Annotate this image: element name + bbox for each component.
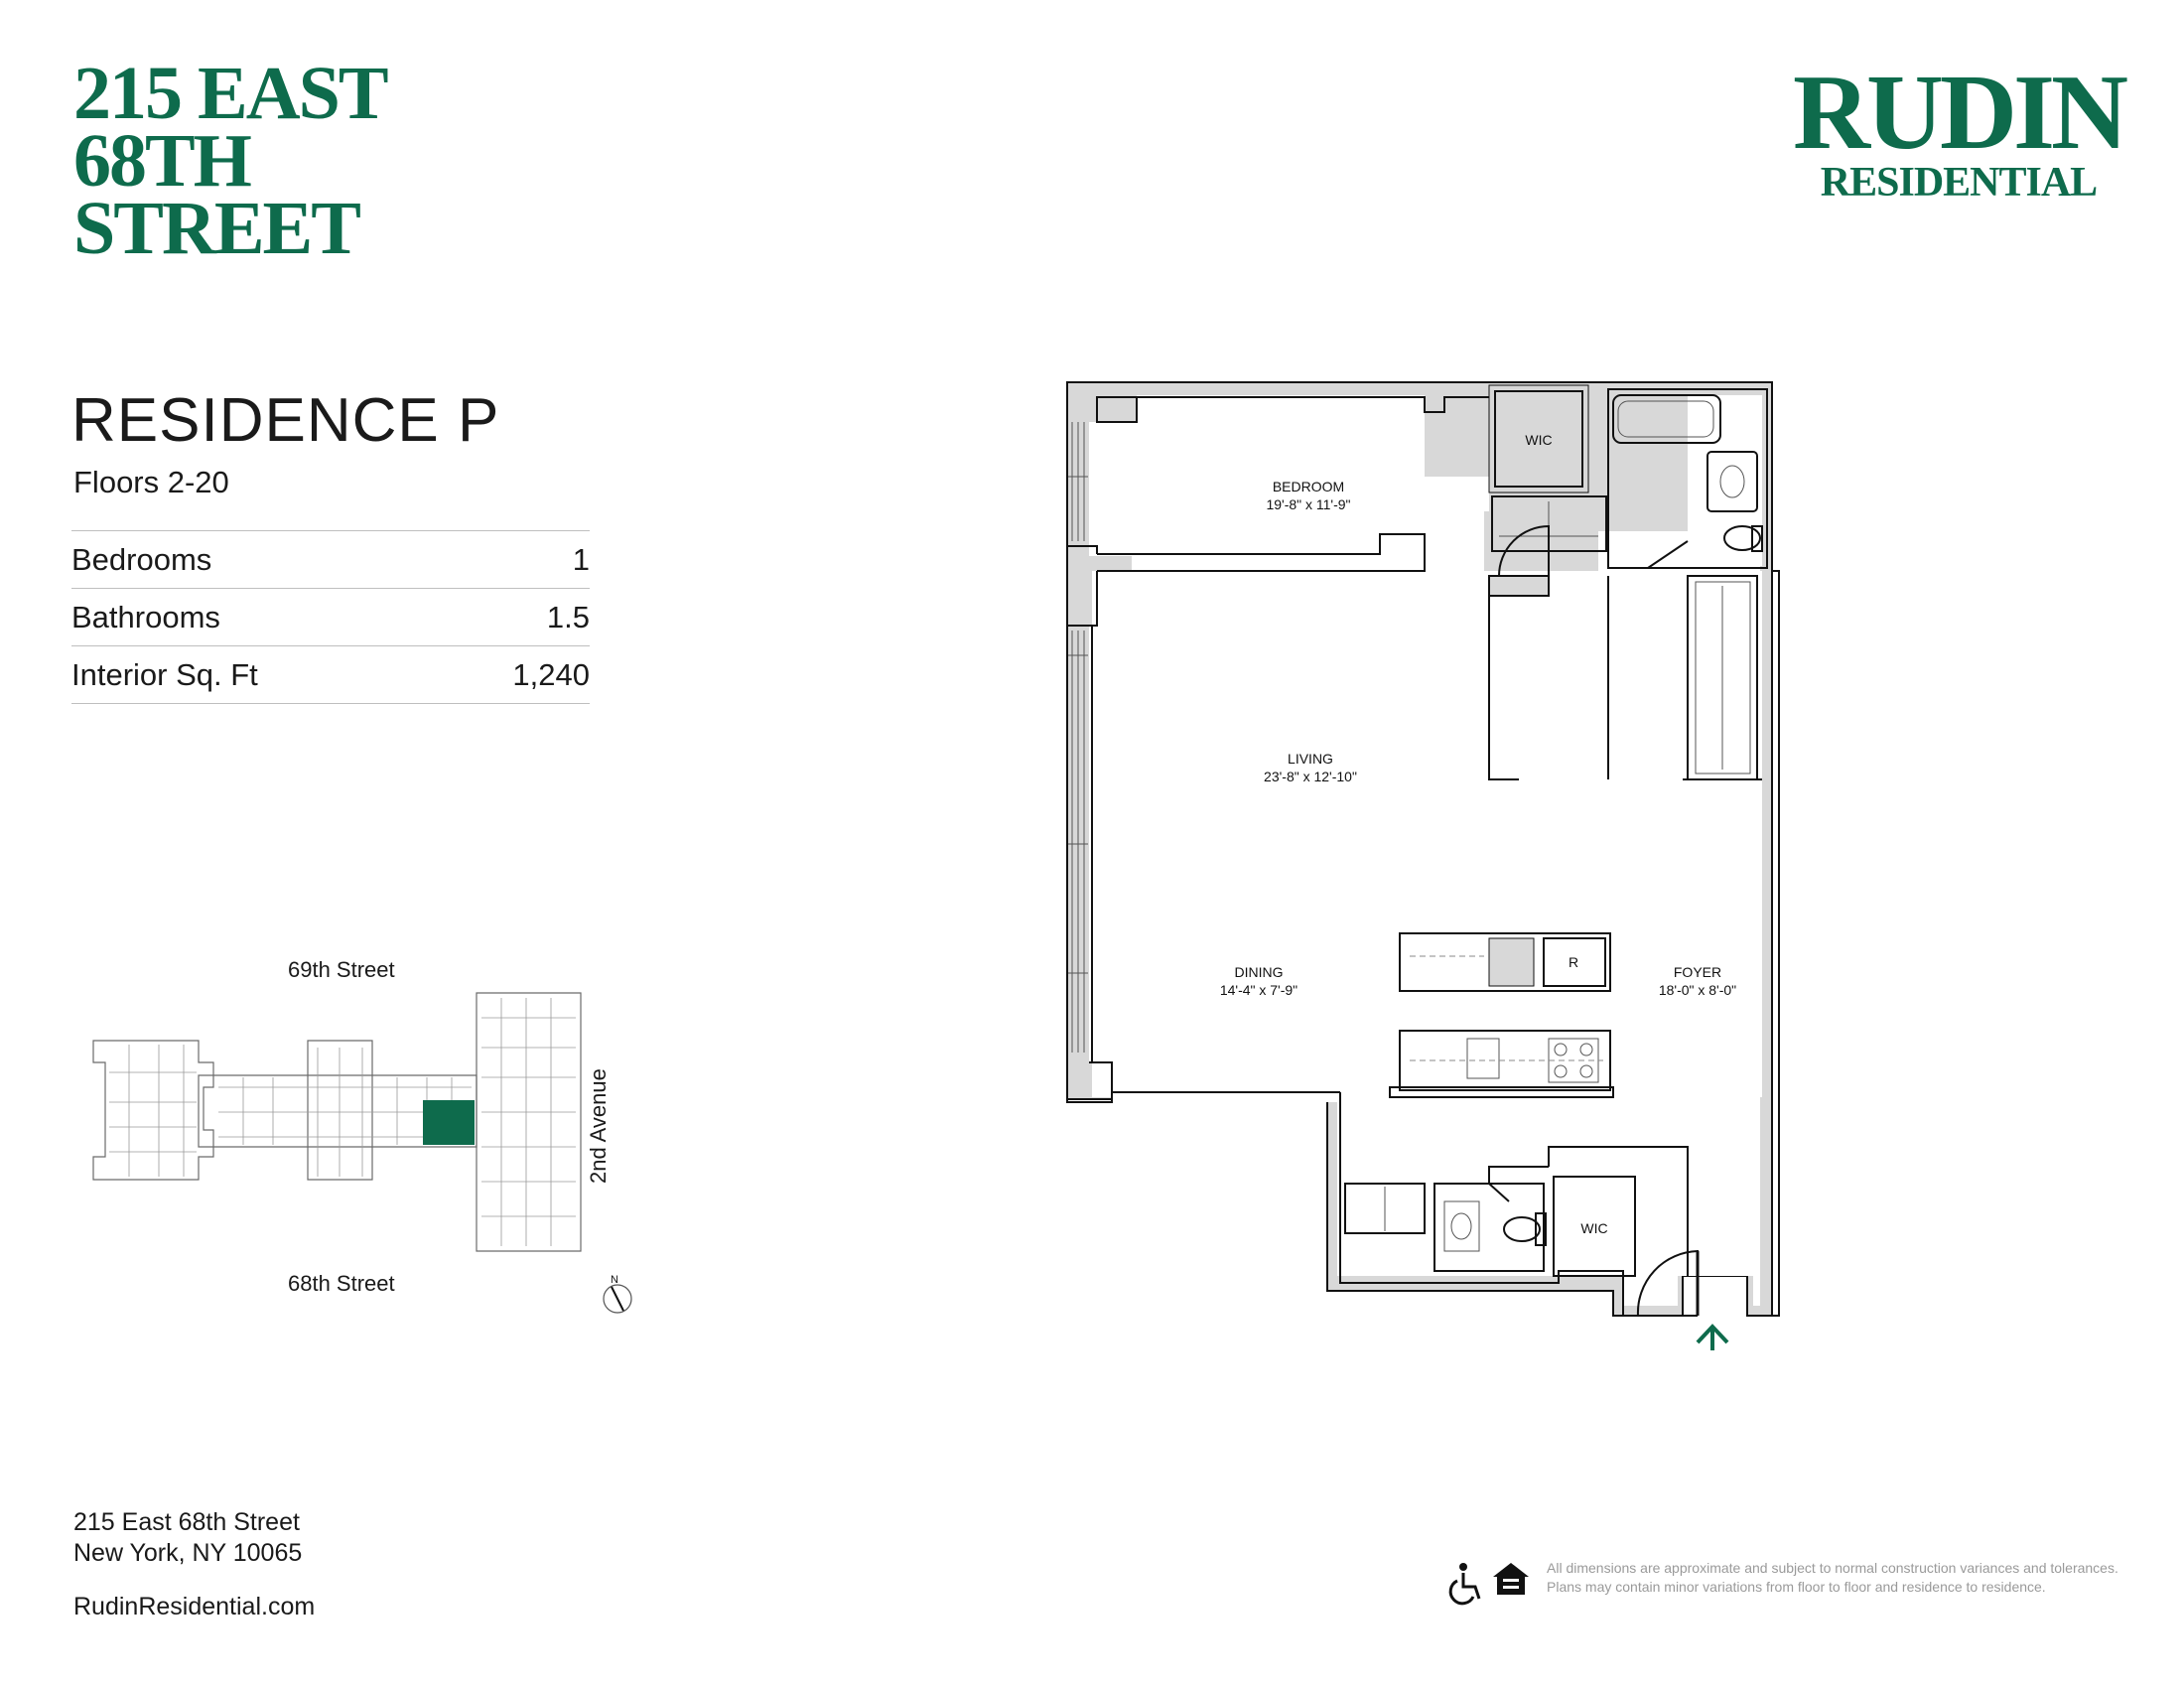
refrigerator-label: R — [1569, 954, 1578, 970]
spec-table: Bedrooms 1 Bathrooms 1.5 Interior Sq. Ft… — [71, 530, 590, 704]
brand-logo-line1: RUDIN — [1792, 54, 2128, 172]
room-dims-foyer: 18'-0" x 8'-0" — [1659, 982, 1736, 998]
entry-arrow-icon — [1696, 1324, 1729, 1350]
room-name-bedroom: BEDROOM — [1273, 479, 1344, 494]
room-dims-bedroom: 19'-8" x 11'-9" — [1266, 496, 1350, 512]
north-street-label: 69th Street — [288, 957, 395, 982]
spec-label: Bathrooms — [71, 599, 220, 634]
address-block: 215 East 68th Street New York, NY 10065 — [73, 1507, 302, 1569]
spec-value: 1.5 — [546, 599, 590, 634]
room-name-living: LIVING — [1288, 751, 1333, 767]
compass-label: N — [611, 1274, 618, 1286]
spec-value: 1,240 — [512, 656, 590, 692]
spec-label: Interior Sq. Ft — [71, 656, 258, 692]
closet-top — [1494, 390, 1583, 488]
spec-label: Bedrooms — [71, 541, 212, 577]
unit-highlight — [423, 1100, 475, 1145]
compliance-icons — [1448, 1563, 1529, 1606]
disclaimer: All dimensions are approximate and subje… — [1547, 1560, 2118, 1595]
spec-row-bathrooms: Bathrooms 1.5 — [71, 588, 590, 645]
closet-bottom-label: WIC — [1580, 1220, 1607, 1236]
spec-row-bedrooms: Bedrooms 1 — [71, 530, 590, 588]
room-dims-living: 23'-8" x 12'-10" — [1264, 769, 1357, 784]
site-plan: 69th Street 68th Street 2nd Avenue — [79, 953, 675, 1321]
room-dims-dining: 14'-4" x 7'-9" — [1220, 982, 1297, 998]
address-line2: New York, NY 10065 — [73, 1539, 303, 1567]
spec-value: 1 — [572, 541, 590, 577]
building-title-line: 68TH — [73, 119, 252, 203]
site-plan-drawing: N — [92, 992, 632, 1314]
closet-top-label: WIC — [1525, 432, 1552, 448]
equal-housing-icon — [1493, 1563, 1529, 1595]
building-title-line: STREET — [73, 187, 361, 270]
closet-bottom — [1553, 1176, 1636, 1277]
residence-title: RESIDENCE P — [71, 386, 500, 455]
brand-logo-line2: RESIDENTIAL — [1820, 160, 2098, 206]
refrigerator — [1543, 937, 1606, 987]
address-line1: 215 East 68th Street — [73, 1508, 300, 1536]
room-name-foyer: FOYER — [1674, 964, 1721, 980]
brand-logo: RUDIN RESIDENTIAL — [1792, 54, 2128, 206]
floor-plan: .wall{fill:#d8d8d8;stroke:#111;stroke-wi… — [1066, 381, 1780, 1350]
accessibility-icon — [1448, 1563, 1481, 1606]
building-title: 215 EAST 68TH STREET — [73, 52, 389, 270]
spec-row-interior-sqft: Interior Sq. Ft 1,240 — [71, 645, 590, 704]
compass-icon — [603, 1284, 632, 1314]
room-name-dining: DINING — [1235, 964, 1284, 980]
building-title-line: 215 EAST — [73, 52, 389, 135]
south-street-label: 68th Street — [288, 1271, 395, 1296]
residence-floors: Floors 2-20 — [73, 465, 229, 499]
website-link[interactable]: RudinResidential.com — [73, 1593, 316, 1620]
